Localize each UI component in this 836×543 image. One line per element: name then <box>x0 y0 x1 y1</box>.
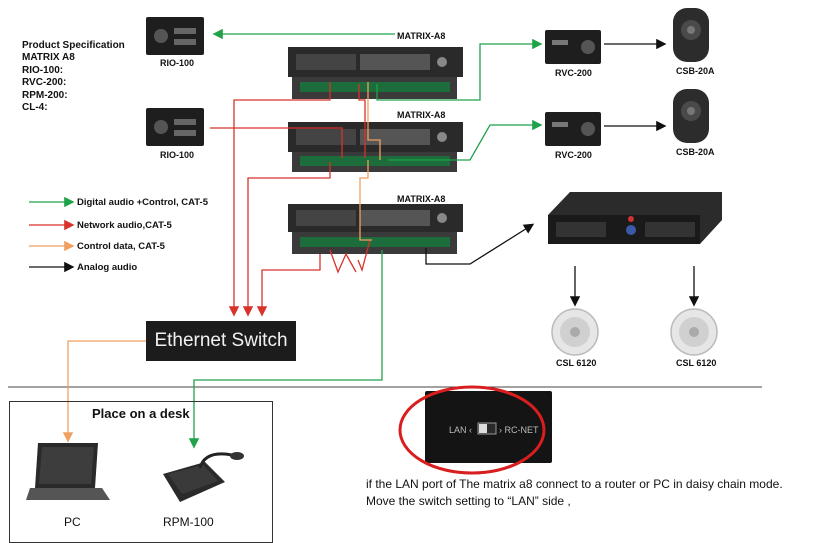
pc-label: PC <box>64 515 81 529</box>
csb-20a-label-2: CSB-20A <box>676 147 715 157</box>
network-audio-wires <box>29 82 371 317</box>
analog-audio-wires <box>29 38 700 307</box>
lan-label: LAN ‹ <box>449 425 473 435</box>
rvc-200-unit-2 <box>545 112 601 146</box>
rc-net-label: › RC-NET <box>499 425 539 435</box>
rio-100-label-1: RIO-100 <box>160 58 195 68</box>
matrix-a8-label-3: MATRIX-A8 <box>397 194 446 204</box>
rvc-200-label-2: RVC-200 <box>555 150 592 160</box>
csl-6120-speaker-2 <box>670 308 718 356</box>
legend-analog-audio: Analog audio <box>77 262 138 273</box>
matrix-a8-unit-2 <box>288 122 463 172</box>
rio-100-unit-2 <box>146 108 204 146</box>
matrix-a8-label-2: MATRIX-A8 <box>397 110 446 120</box>
lan-instruction-note: if the LAN port of The matrix a8 connect… <box>366 476 783 510</box>
highlight-circle <box>398 385 546 475</box>
rvc-200-unit-1 <box>545 30 601 64</box>
csb-20a-speaker-1 <box>673 8 709 62</box>
csl-6120-label-1: CSL 6120 <box>556 358 597 368</box>
power-amplifier <box>548 192 722 244</box>
pc-laptop <box>26 443 110 500</box>
csl-6120-label-2: CSL 6120 <box>676 358 717 368</box>
matrix-a8-label-1: MATRIX-A8 <box>397 31 446 41</box>
digital-audio-wires <box>29 28 543 449</box>
rpm-100-label: RPM-100 <box>163 515 214 529</box>
rpm-100-paging-console <box>163 452 244 502</box>
desk-title: Place on a desk <box>92 406 190 421</box>
csl-6120-speaker-1 <box>551 308 599 356</box>
legend-control-data: Control data, CAT-5 <box>77 241 165 252</box>
rio-100-unit-1 <box>146 17 204 55</box>
matrix-a8-unit-1 <box>288 47 463 99</box>
lan-switch-panel <box>425 391 552 463</box>
note-line-1: if the LAN port of The matrix a8 connect… <box>366 477 783 491</box>
rvc-200-label-1: RVC-200 <box>555 68 592 78</box>
csb-20a-label-1: CSB-20A <box>676 66 715 76</box>
desk-area <box>9 401 273 543</box>
rio-100-label-2: RIO-100 <box>160 150 195 160</box>
csb-20a-speaker-2 <box>673 89 709 143</box>
legend-network-audio: Network audio,CAT-5 <box>77 220 172 231</box>
control-data-wires <box>29 82 381 443</box>
matrix-a8-unit-3 <box>288 204 463 254</box>
note-line-2: Move the switch setting to “LAN” side , <box>366 494 571 508</box>
legend-digital-audio: Digital audio +Control, CAT-5 <box>77 197 208 208</box>
ethernet-switch: Ethernet Switch <box>146 321 296 361</box>
